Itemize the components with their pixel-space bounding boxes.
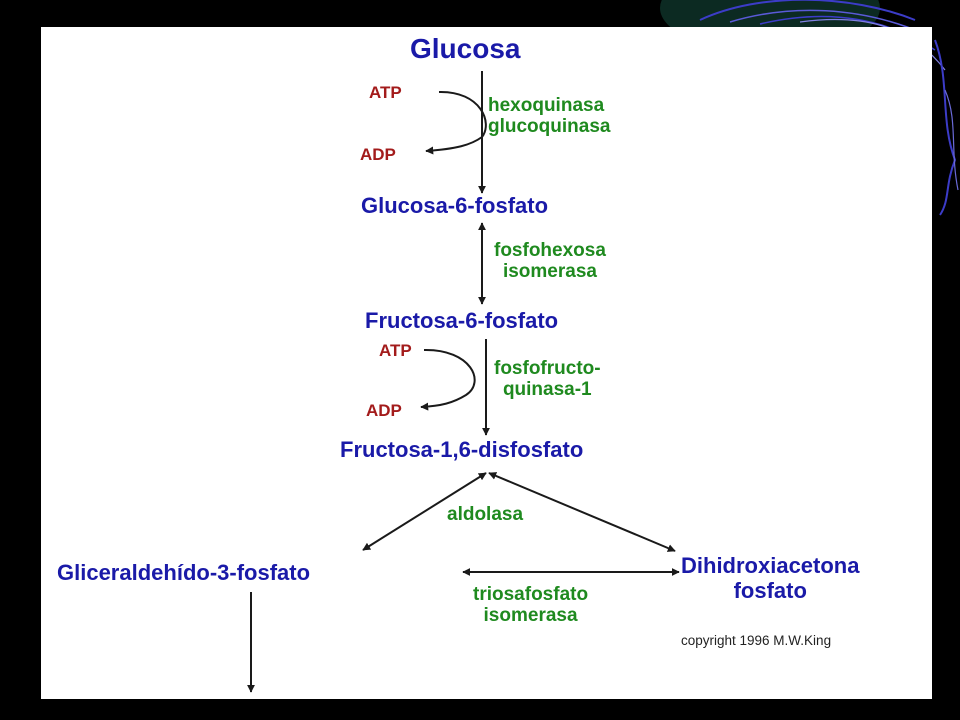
- enzyme-hexoquinasa: hexoquinasa glucoquinasa: [488, 95, 610, 138]
- enzyme-fosfohexosa-isomerasa: fosfohexosa isomerasa: [494, 240, 606, 283]
- metabolite-f6p: Fructosa-6-fosfato: [365, 308, 559, 333]
- cofactor-atp-step3: ATP: [379, 341, 412, 360]
- diagram-panel: Glucosa ATP ADP hexoquinasa glucoquinasa…: [41, 27, 932, 699]
- enzyme-triosafosfato-isomerasa: triosafosfato isomerasa: [473, 584, 588, 627]
- enzyme-aldolasa: aldolasa: [447, 504, 524, 525]
- arrow-f16bp-gap: [362, 472, 487, 551]
- enzyme-line: hexoquinasa: [488, 95, 605, 116]
- metabolite-gap: Gliceraldehído-3-fosfato: [57, 560, 311, 585]
- metabolite-glucose: Glucosa: [410, 33, 521, 64]
- decor-swirl: [934, 39, 957, 216]
- enzyme-line: fosfohexosa: [494, 240, 606, 261]
- arrow-atp-adp-step1: [425, 90, 487, 155]
- enzyme-line: fosfofructo-: [494, 358, 601, 379]
- enzyme-line: isomerasa: [483, 605, 578, 627]
- pathway-arrows: [247, 71, 680, 693]
- cofactor-atp-step1: ATP: [369, 83, 402, 102]
- enzyme-fosfofructoquinasa: fosfofructo- quinasa-1: [494, 358, 601, 401]
- decor-swirl: [729, 9, 926, 35]
- cofactor-adp-step3: ADP: [366, 401, 402, 420]
- enzyme-line: glucoquinasa: [488, 116, 611, 138]
- enzyme-line: isomerasa: [502, 261, 597, 283]
- metabolite-f16bp: Fructosa-1,6-disfosfato: [340, 437, 584, 462]
- copyright-notice: copyright 1996 M.W.King: [681, 633, 832, 648]
- enzyme-line: quinasa-1: [502, 379, 592, 401]
- decor-swirl: [699, 0, 916, 21]
- metabolite-line: fosfato: [733, 577, 807, 603]
- decor-swirl: [944, 89, 959, 191]
- metabolite-g6p: Glucosa-6-fosfato: [361, 193, 549, 218]
- cofactor-adp-step1: ADP: [360, 145, 396, 164]
- metabolite-line: Dihidroxiacetona: [681, 553, 860, 578]
- arrow-f16bp-dhap: [488, 472, 676, 552]
- metabolite-dhap: Dihidroxiacetona fosfato: [681, 553, 860, 603]
- enzyme-line: triosafosfato: [473, 584, 589, 605]
- arrow-atp-adp-step3: [420, 348, 476, 411]
